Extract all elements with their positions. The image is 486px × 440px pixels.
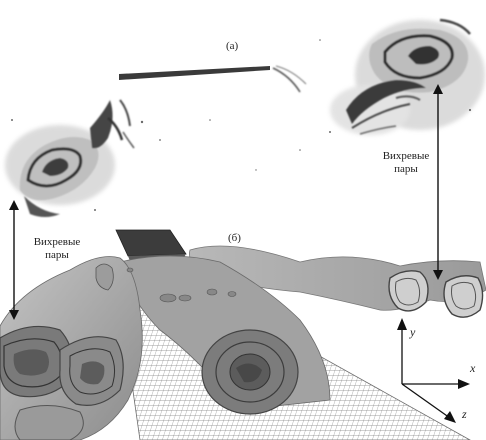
axis-z-line bbox=[401, 383, 451, 419]
panel-a-label: (a) bbox=[226, 40, 239, 52]
vortex-label-left-line1: Вихревые bbox=[33, 236, 81, 248]
axis-y-label: y bbox=[410, 325, 416, 339]
speckles bbox=[11, 39, 472, 211]
wing-trace bbox=[119, 66, 270, 80]
coordinate-axes bbox=[397, 318, 470, 423]
surface-details bbox=[126, 267, 237, 303]
vortex-pairs-label-left: Вихревые пары bbox=[26, 236, 88, 262]
vortex-label-right-line1: Вихревые bbox=[382, 150, 430, 162]
annotation-arrows bbox=[9, 84, 443, 320]
vortex-pairs-label-right: Вихревые пары bbox=[368, 150, 444, 176]
axis-z-label: z bbox=[462, 407, 467, 421]
axis-x-label: x bbox=[470, 361, 476, 375]
wing-plate bbox=[115, 229, 187, 257]
right-vortex-pair bbox=[346, 18, 471, 135]
left-vortex-pair bbox=[19, 99, 135, 217]
panel-b-simulation bbox=[0, 229, 486, 440]
vortex-label-left-line2: пары bbox=[45, 249, 69, 261]
panel-b-label: (б) bbox=[228, 232, 241, 244]
panel-a-visualization bbox=[5, 18, 485, 217]
vortex-label-right-line2: пары bbox=[394, 163, 418, 175]
